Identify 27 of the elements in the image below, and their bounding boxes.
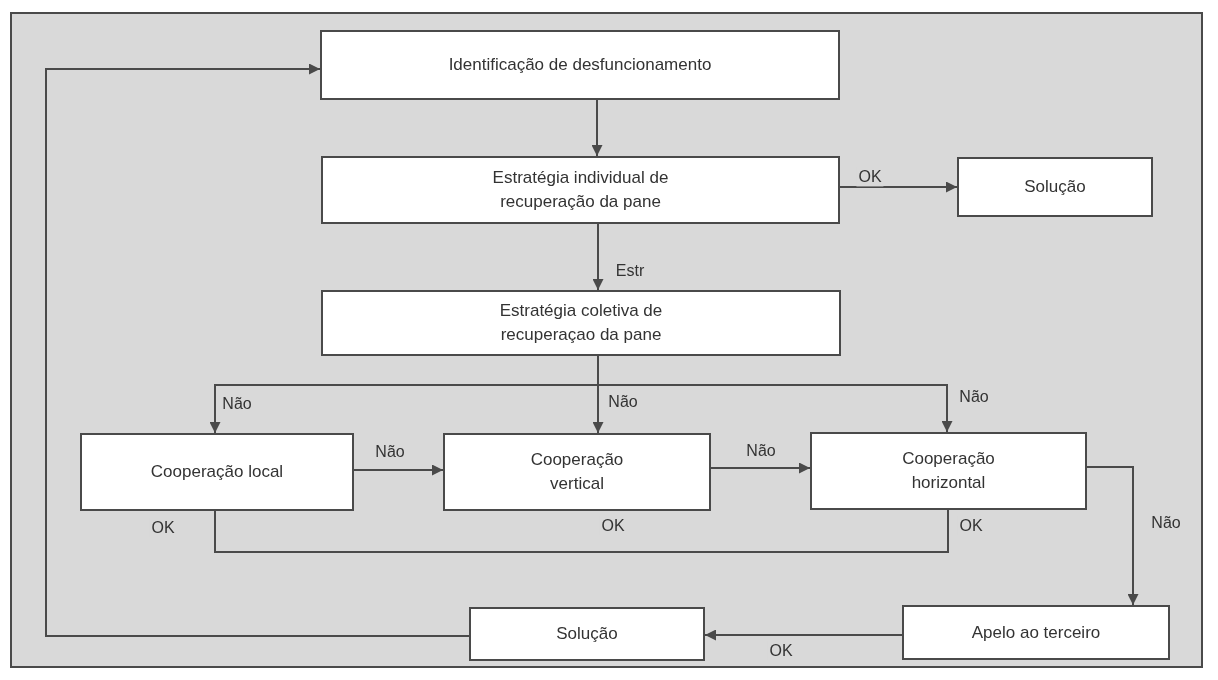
process-box	[902, 605, 1170, 660]
box-text: Estratégia individual de recuperação da pane	[491, 167, 670, 213]
arrow	[1086, 466, 1139, 606]
box-text: Cooperação vertical	[529, 449, 625, 495]
process-box	[80, 433, 354, 511]
arrow	[592, 223, 604, 291]
arrow	[353, 464, 444, 476]
process-box	[810, 432, 1087, 510]
arrow	[591, 99, 603, 157]
box-text: Solução	[556, 623, 618, 646]
process-box	[320, 30, 840, 100]
arrow	[704, 629, 903, 641]
process-box	[321, 156, 840, 224]
box-text: Identificação de desfuncionamento	[448, 54, 712, 77]
process-box	[957, 157, 1153, 217]
process-box	[321, 290, 841, 356]
box-text: Cooperação local	[150, 461, 284, 484]
process-box	[443, 433, 711, 511]
box-text: Cooperação horizontal	[901, 448, 996, 494]
arrow	[710, 462, 811, 474]
arrow	[839, 181, 958, 193]
process-box	[469, 607, 705, 661]
box-text: Estratégia coletiva de recuperaçao da pane	[498, 300, 664, 346]
arrow	[45, 63, 470, 637]
box-text: Solução	[1024, 176, 1086, 199]
edge-label: OK	[856, 167, 884, 187]
box-text: Apelo ao terceiro	[971, 621, 1101, 644]
